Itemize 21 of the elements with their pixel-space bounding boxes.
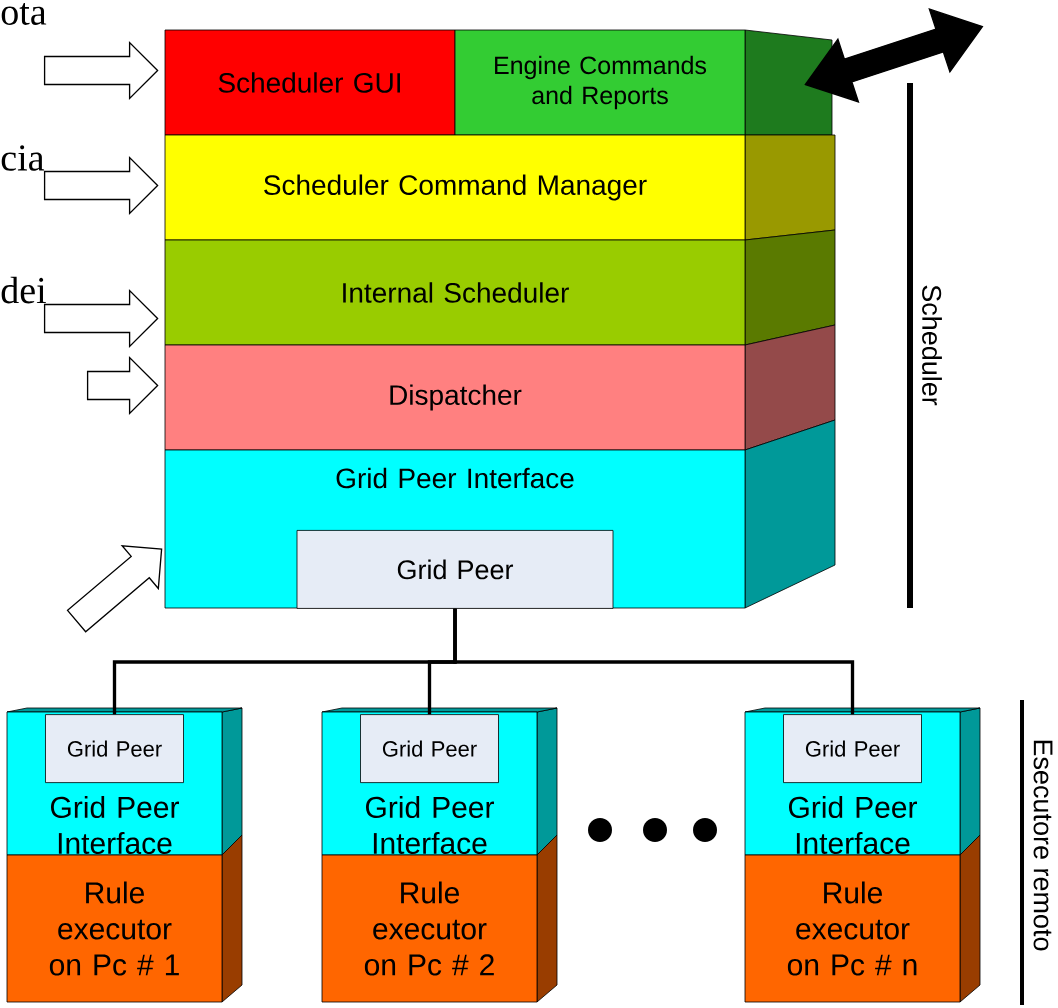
layer-box: Scheduler Command Manager bbox=[164, 134, 836, 241]
peer-box: Grid Peer bbox=[360, 714, 499, 783]
peer-box: Grid Peer bbox=[783, 714, 922, 783]
block-arrow bbox=[86, 355, 159, 416]
block-arrow bbox=[43, 40, 159, 101]
fragment-text: ota bbox=[1, 3, 47, 25]
block-arrow bbox=[804, 8, 984, 103]
peer-box: Grid Peer bbox=[296, 530, 614, 609]
block-arrow bbox=[43, 288, 159, 349]
layer-box: Internal Scheduler bbox=[164, 229, 836, 346]
block-arrow bbox=[43, 155, 159, 216]
block-arrow bbox=[66, 544, 163, 633]
layer-box: Engine Commands and Reports bbox=[454, 29, 833, 136]
layer-box: Scheduler GUI bbox=[164, 29, 456, 136]
side-label: Scheduler bbox=[922, 285, 942, 406]
connector-line bbox=[453, 608, 855, 715]
side-label: Esecutore remoto bbox=[1033, 740, 1053, 951]
fragment-text: dei bbox=[1, 276, 46, 304]
peer-box: Grid Peer bbox=[45, 714, 184, 783]
layer-box: Dispatcher bbox=[164, 324, 836, 451]
fragment-text: cia bbox=[1, 145, 45, 171]
